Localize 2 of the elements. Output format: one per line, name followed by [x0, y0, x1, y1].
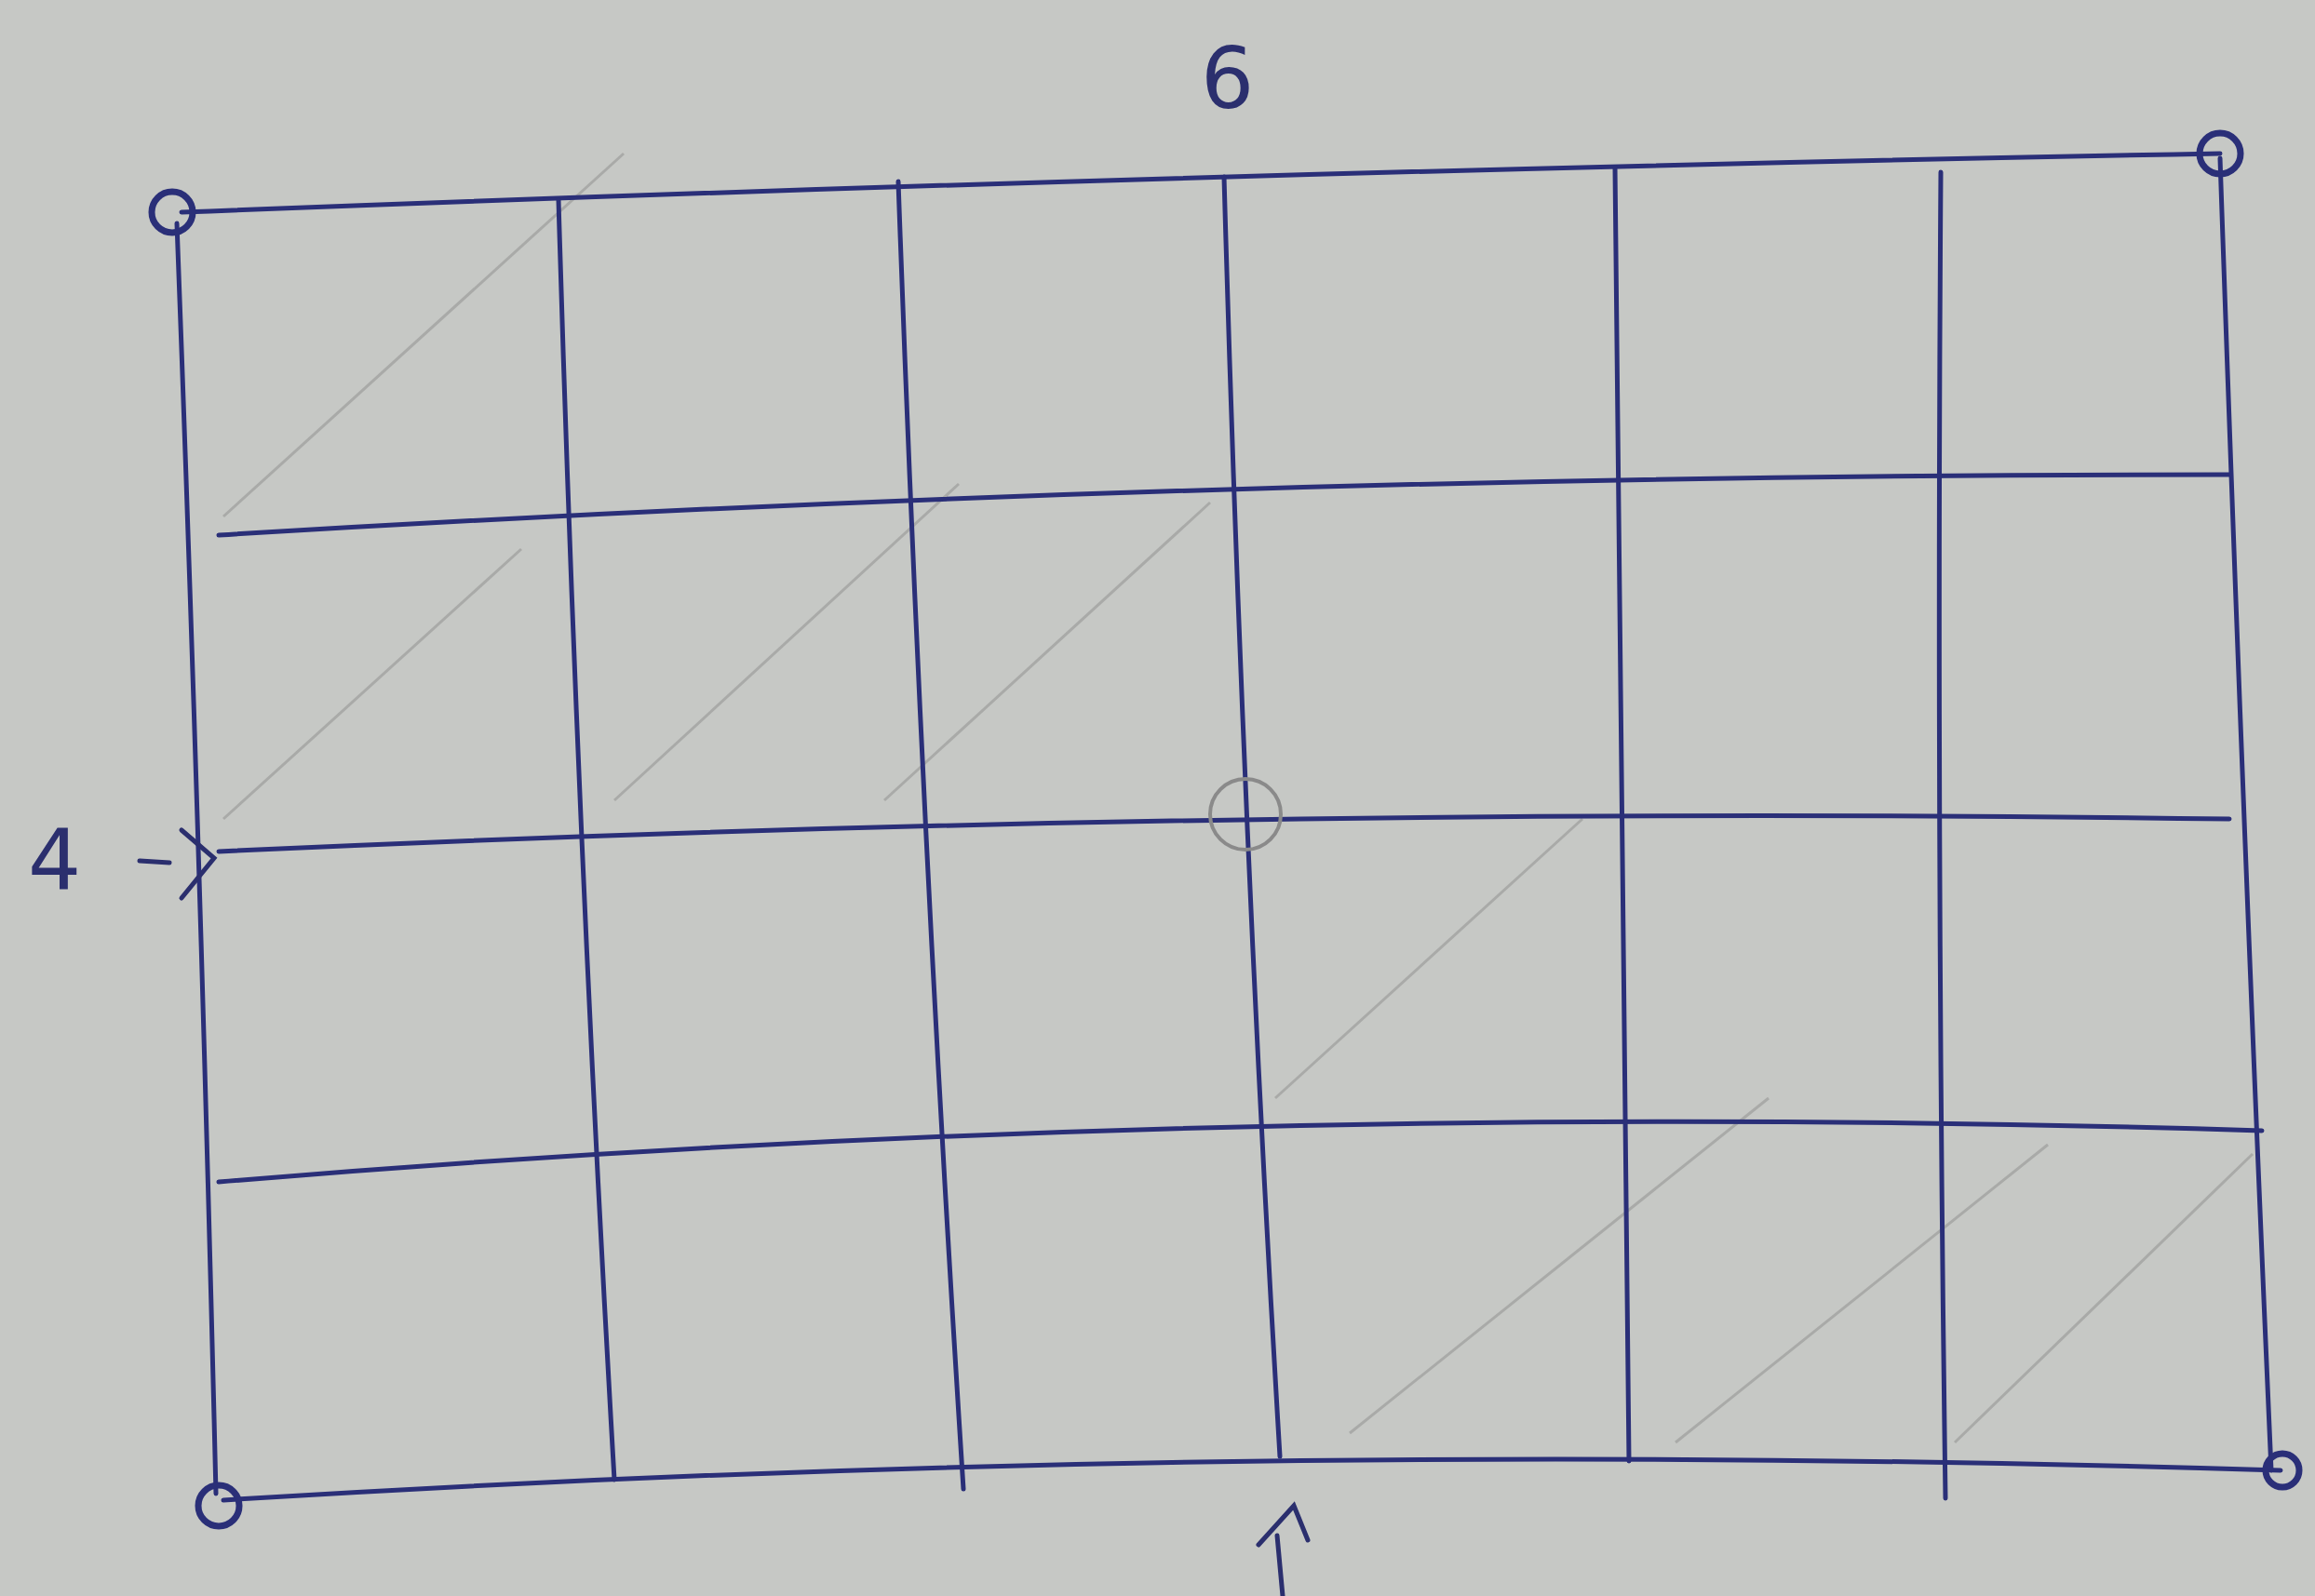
dimension-number: 6 — [1201, 37, 1255, 121]
dimension-number: 4 — [28, 819, 82, 903]
